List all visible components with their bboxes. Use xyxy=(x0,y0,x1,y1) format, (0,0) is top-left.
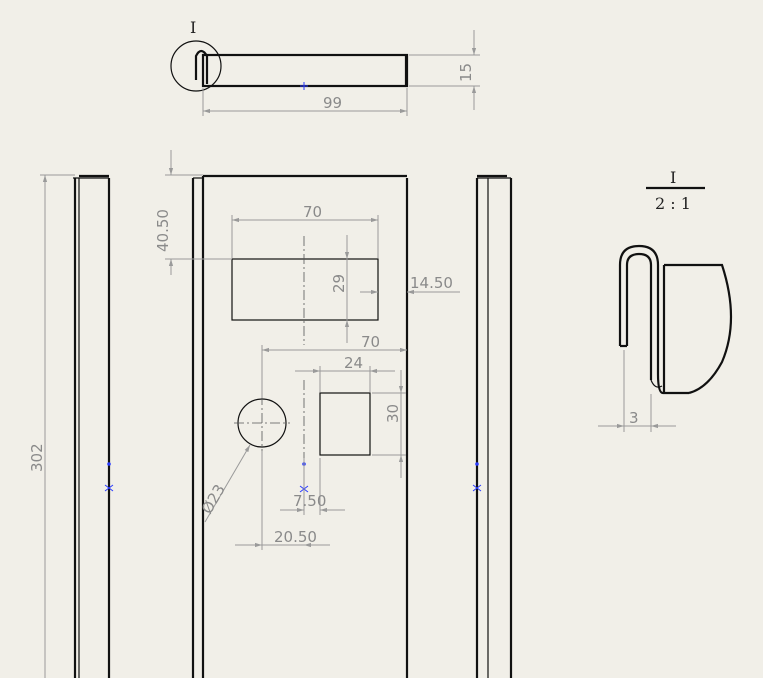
front-square-hole xyxy=(319,392,371,456)
detail-title: I xyxy=(670,168,676,187)
dim-top-offset: 40.50 xyxy=(154,150,232,275)
top-view-marker xyxy=(300,82,308,90)
dim-detail-thickness-text: 3 xyxy=(629,409,639,427)
dim-hole-span: 70 xyxy=(261,333,407,398)
left-side-view: 302 xyxy=(28,174,114,678)
detail-scale: 2 : 1 xyxy=(655,194,691,213)
dim-top-length-text: 99 xyxy=(323,94,342,112)
detail-hook-inner xyxy=(625,252,653,380)
left-view-marker xyxy=(104,462,114,492)
dim-square-width: 24 xyxy=(295,354,395,392)
dim-slot-height-text: 29 xyxy=(330,274,348,293)
dim-square-height-text: 30 xyxy=(384,404,402,423)
dim-hole-span-text: 70 xyxy=(361,333,380,351)
dim-top-height-text: 15 xyxy=(457,63,475,82)
top-view: I 99 15 xyxy=(170,18,480,116)
dim-slot-right-offset: 14.50 xyxy=(360,274,460,295)
dim-square-width-text: 24 xyxy=(344,354,363,372)
dim-top-offset-text: 40.50 xyxy=(154,209,172,252)
detail-callout-label: I xyxy=(190,18,196,37)
dim-slot-width: 70 xyxy=(231,203,379,258)
dim-slot-width-text: 70 xyxy=(303,203,322,221)
front-slot xyxy=(231,258,379,321)
detail-hook-outer xyxy=(618,244,689,395)
dim-slot-right-offset-text: 14.50 xyxy=(410,274,453,292)
dim-square-height: 30 xyxy=(372,370,406,478)
detail-plate xyxy=(662,263,733,395)
dim-top-length: 99 xyxy=(202,88,408,116)
detail-callout-circle xyxy=(170,40,222,92)
dim-total-height: 302 xyxy=(28,174,75,678)
dim-small-offset: 7.50 xyxy=(280,458,345,515)
detail-view: I 2 : 1 3 xyxy=(598,168,733,432)
right-view-marker xyxy=(472,462,482,492)
front-view: 40.50 70 29 14.50 70 xyxy=(154,150,460,678)
dim-hole-offset: 20.50 xyxy=(235,451,330,550)
dim-top-height: 15 xyxy=(409,30,480,110)
dim-hole-offset-text: 20.50 xyxy=(274,528,317,546)
dim-total-height-text: 302 xyxy=(28,443,46,472)
right-side-view xyxy=(472,174,513,678)
dim-slot-height: 29 xyxy=(330,235,350,343)
dim-detail-thickness: 3 xyxy=(598,350,676,432)
hook-profile xyxy=(194,49,209,84)
dim-small-offset-text: 7.50 xyxy=(293,492,326,510)
